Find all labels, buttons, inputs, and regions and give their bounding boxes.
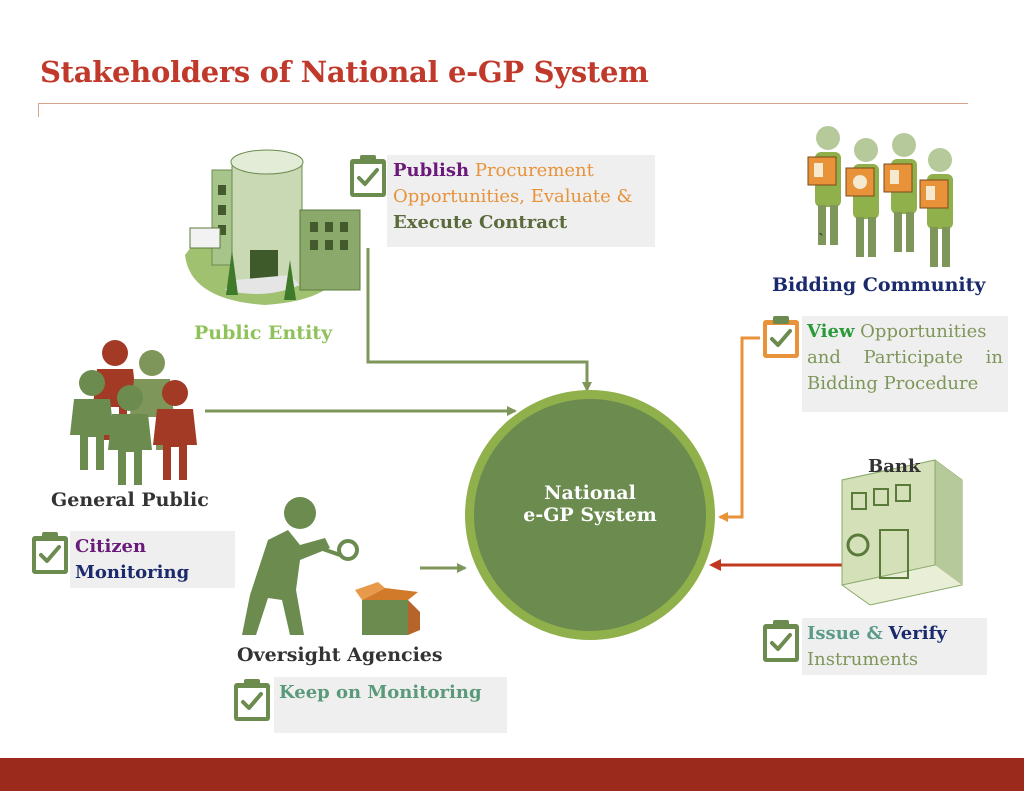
title-divider-tick — [38, 103, 39, 117]
general-public-people-icon — [70, 340, 197, 485]
view-text-1: Opportunities — [860, 321, 987, 342]
issue-keyword: Issue & — [807, 623, 883, 644]
public-entity-label: Public Entity — [194, 322, 333, 344]
page-title: Stakeholders of National e-GP System — [40, 55, 649, 89]
publish-keyword: Publish — [393, 160, 470, 181]
publish-text-3: Execute Contract — [393, 212, 568, 233]
publish-check-icon — [348, 153, 388, 199]
general-public-action-box: Citizen Monitoring — [70, 531, 235, 588]
center-line2: e-GP System — [523, 504, 657, 526]
oversight-agencies-label: Oversight Agencies — [237, 644, 443, 666]
citizen-check-icon — [30, 530, 70, 576]
verify-keyword: Verify — [888, 623, 947, 644]
bank-action-box: Issue & Verify Instruments — [802, 618, 987, 675]
view-text-3: Bidding Procedure — [807, 373, 979, 394]
bidding-stray-mark: ` — [818, 232, 825, 248]
title-divider — [38, 103, 968, 104]
bidding-connector — [718, 336, 760, 522]
oversight-inspector-icon — [242, 497, 359, 635]
national-egp-circle — [465, 390, 715, 640]
bidding-action-box: View Opportunities and Participate in Bi… — [802, 316, 1008, 412]
monitoring-text: Monitoring — [75, 562, 190, 583]
national-egp-label: National e-GP System — [500, 482, 680, 526]
open-box-icon — [355, 582, 420, 635]
footer-bar — [0, 758, 1024, 791]
keep-monitoring-text: Keep on Monitoring — [279, 682, 482, 703]
bank-building-icon — [841, 459, 963, 606]
bidding-community-people-icon — [807, 126, 953, 267]
public-entity-building-icon — [185, 149, 361, 305]
oversight-action-box: Keep on Monitoring — [274, 677, 507, 733]
view-check-icon — [761, 314, 801, 360]
public-entity-connector — [366, 248, 592, 392]
view-text-2: and Participate in — [807, 347, 1003, 368]
bank-label: Bank — [868, 456, 921, 477]
publish-text-2: Opportunities, Evaluate & — [393, 186, 633, 207]
instruments-text: Instruments — [807, 649, 919, 670]
issue-check-icon — [761, 618, 801, 664]
publish-text-1: Procurement — [474, 160, 594, 181]
general-public-label: General Public — [51, 489, 209, 511]
bidding-community-label: Bidding Community — [772, 274, 986, 296]
keep-monitoring-check-icon — [232, 677, 272, 723]
public-entity-action-box: Publish Procurement Opportunities, Evalu… — [387, 155, 655, 247]
citizen-keyword: Citizen — [75, 536, 147, 557]
center-line1: National — [544, 482, 636, 504]
view-keyword: View — [807, 321, 855, 342]
